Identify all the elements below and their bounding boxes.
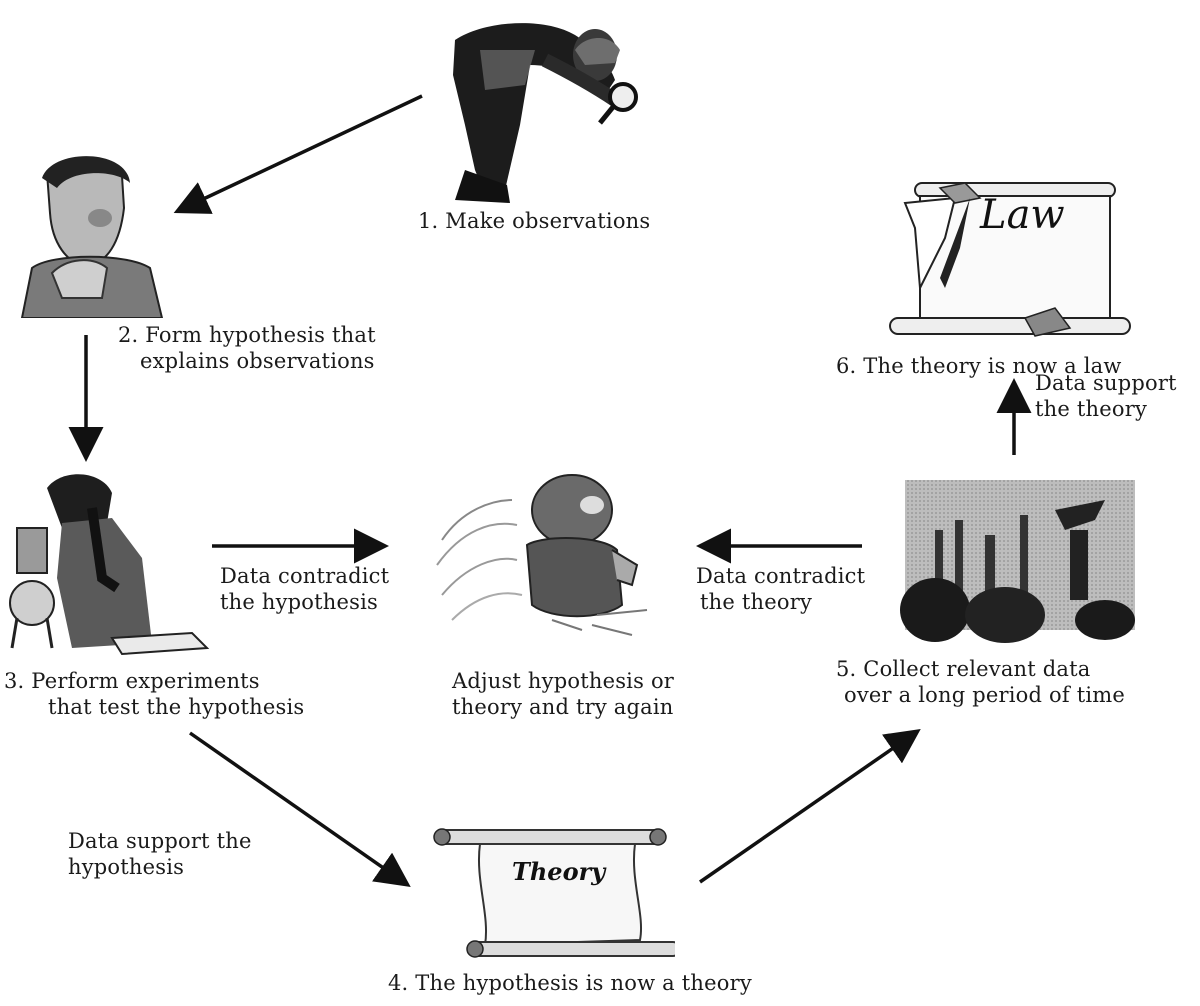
laboratory-equipment-icon bbox=[895, 480, 1145, 645]
theory-scroll-word: Theory bbox=[512, 857, 607, 886]
step-6-label: 6. The theory is now a law bbox=[836, 353, 1122, 379]
thinking-man-icon bbox=[12, 148, 167, 318]
edge-contradict-hypothesis: Data contradict the hypothesis bbox=[220, 563, 389, 615]
step-2-label: 2. Form hypothesis that explains observa… bbox=[118, 322, 376, 374]
step-4-label: 4. The hypothesis is now a theory bbox=[388, 970, 752, 996]
law-scroll-icon: Law bbox=[885, 178, 1155, 346]
frustrated-man-icon bbox=[432, 470, 682, 655]
edge-contradict-theory: Data contradict the theory bbox=[696, 563, 865, 615]
edge-support-hypothesis: Data support the hypothesis bbox=[68, 828, 252, 880]
arrow-theory-to-collect bbox=[700, 733, 915, 882]
step-1-label: 1. Make observations bbox=[418, 208, 650, 234]
man-with-magnifying-glass-icon bbox=[425, 5, 655, 210]
law-scroll-word: Law bbox=[979, 192, 1065, 238]
scientist-with-microscope-icon bbox=[2, 468, 212, 658]
arrow-observe-to-hypothesis bbox=[180, 96, 422, 210]
adjust-label: Adjust hypothesis or theory and try agai… bbox=[452, 668, 674, 720]
step-5-label: 5. Collect relevant data over a long per… bbox=[836, 656, 1125, 708]
step-3-label: 3. Perform experiments that test the hyp… bbox=[4, 668, 304, 720]
theory-scroll-icon: Theory bbox=[430, 820, 675, 970]
